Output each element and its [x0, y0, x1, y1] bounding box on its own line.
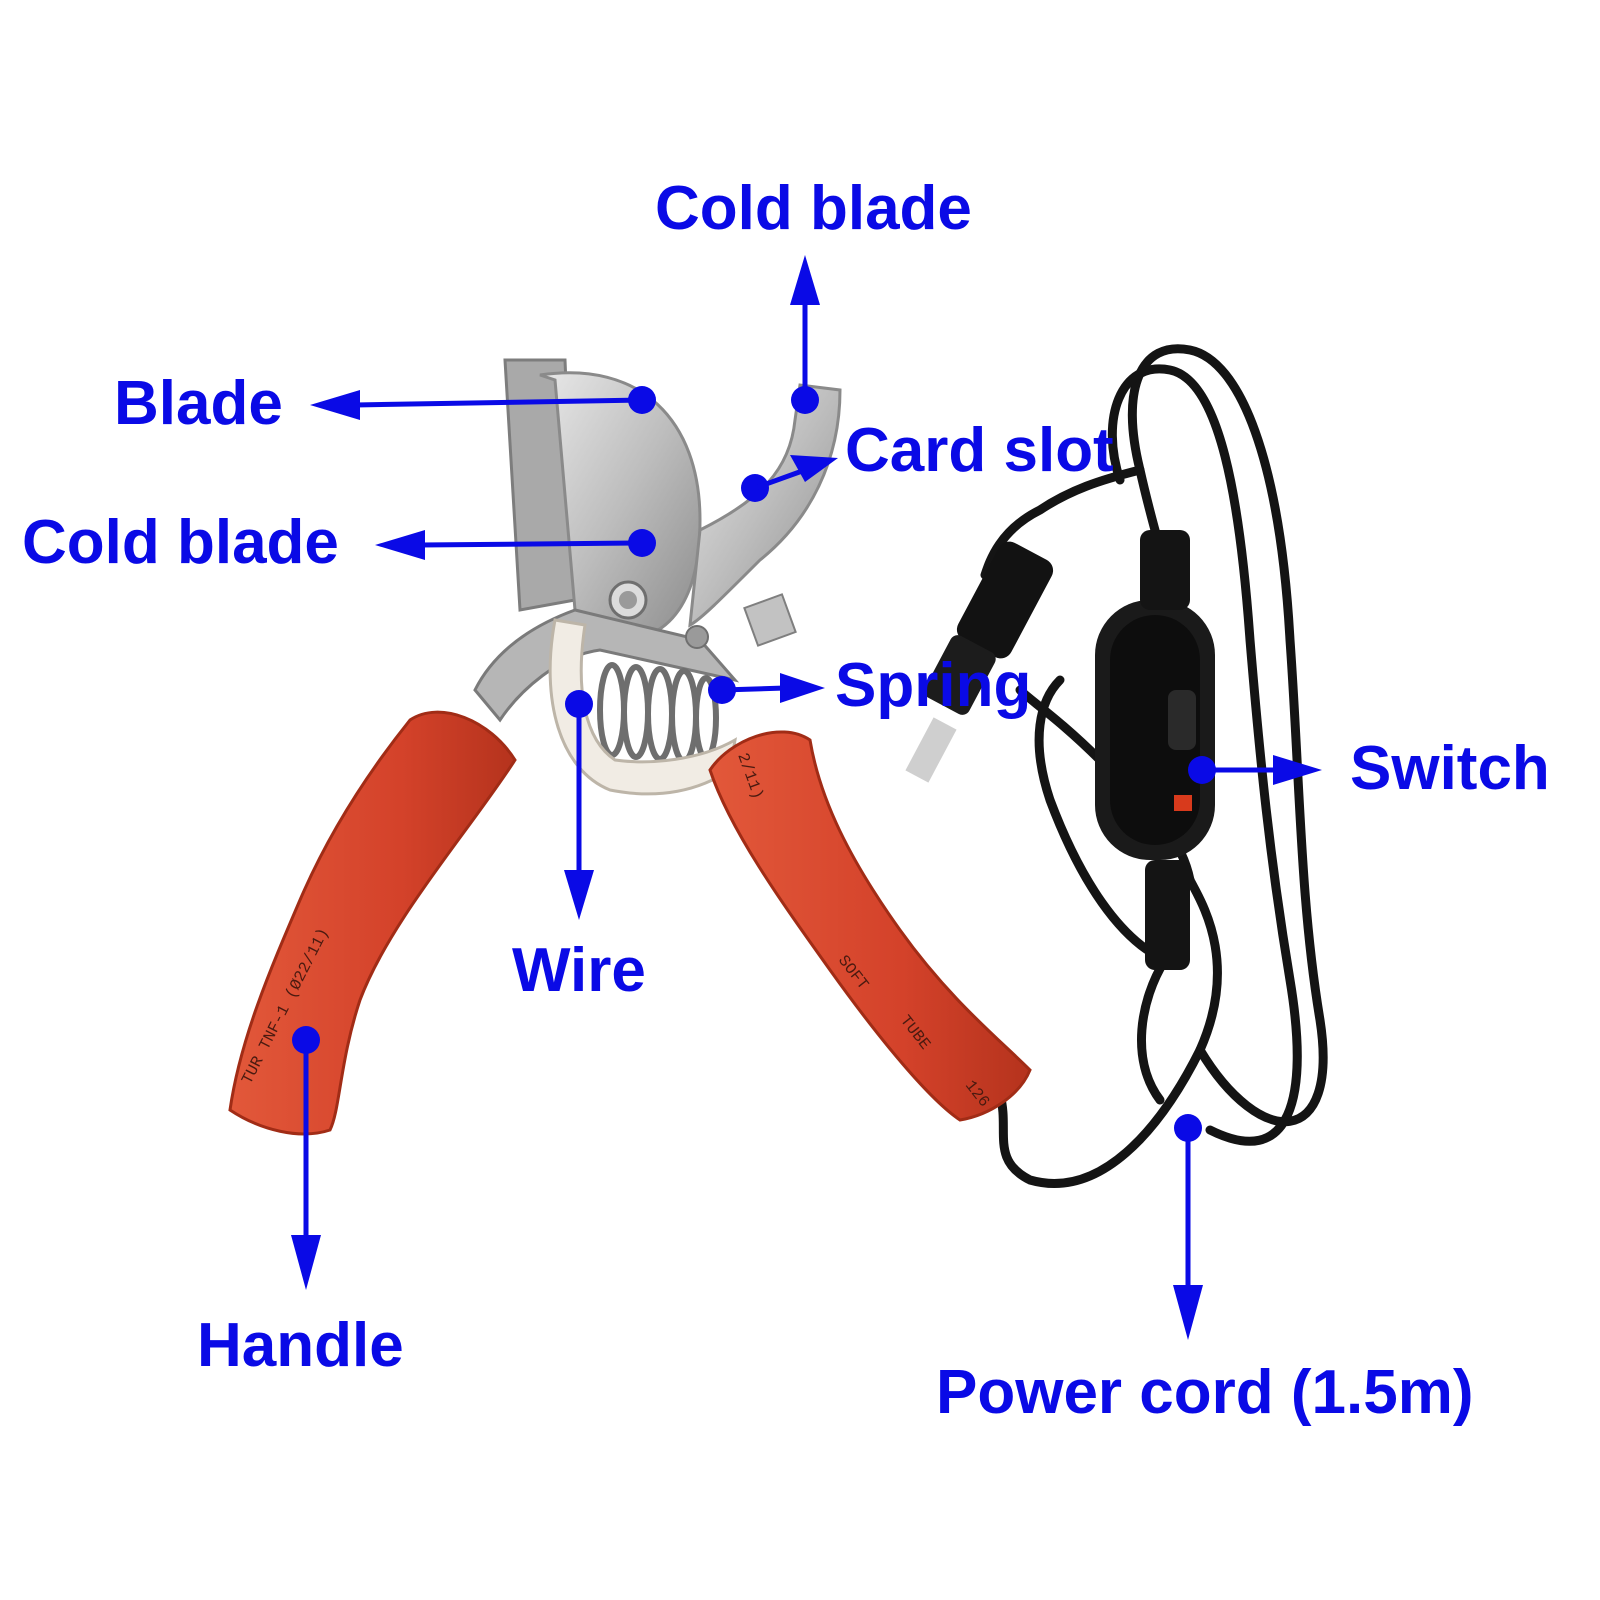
leader-blade — [310, 386, 656, 420]
leader-wire — [564, 690, 594, 920]
inline-switch — [1095, 530, 1215, 970]
leader-cold-blade-top — [790, 255, 820, 414]
leader-spring — [708, 673, 825, 704]
handle-right: SOFT TUBE 126 2/11) — [708, 730, 1032, 1122]
label-cold-blade-left: Cold blade — [22, 508, 339, 577]
spring — [597, 662, 719, 764]
label-power-cord: Power cord (1.5m) — [936, 1358, 1474, 1427]
label-blade: Blade — [114, 369, 283, 438]
leader-handle — [291, 1026, 321, 1290]
label-card-slot: Card slot — [845, 416, 1114, 485]
leader-cold-blade-left — [375, 529, 656, 560]
label-spring: Spring — [835, 651, 1032, 720]
label-cold-blade-top: Cold blade — [655, 174, 972, 243]
handle-left: TUR TNF-1 (Ø22/11) — [228, 710, 517, 1136]
annotation-leaders — [291, 255, 1322, 1340]
leader-switch — [1188, 755, 1322, 785]
tool-body — [473, 358, 842, 723]
label-handle: Handle — [197, 1311, 404, 1380]
plug — [905, 541, 1054, 783]
leader-card-slot — [741, 455, 838, 502]
leader-power-cord — [1173, 1114, 1203, 1340]
label-wire: Wire — [512, 936, 646, 1005]
label-switch: Switch — [1350, 734, 1550, 803]
